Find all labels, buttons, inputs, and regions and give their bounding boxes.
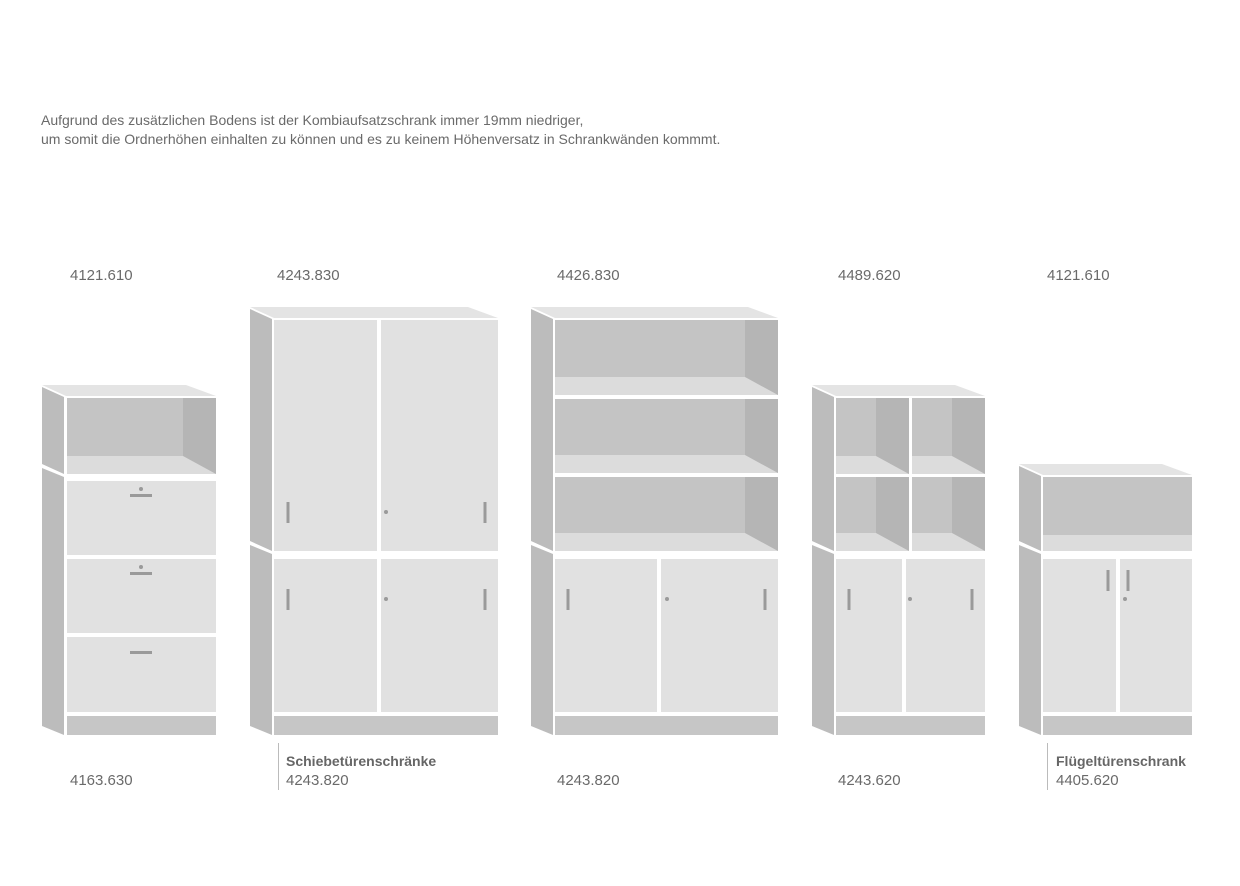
cabinet-side-upper [250,309,272,551]
drawer-handle [130,572,152,575]
cabinet-side-upper [1019,466,1041,551]
hinged-door [1043,559,1116,712]
lock-icon [139,487,143,491]
compartment-back [836,398,876,456]
door-handle [483,502,487,523]
compartment-side [745,399,778,473]
cabinet-3-top-code: 4426.830 [557,267,620,284]
plinth [274,716,498,735]
drawer-handle [130,651,152,654]
compartment-back [67,398,183,456]
cabinet-2-top-code: 4243.830 [277,267,340,284]
lock-icon [908,597,912,601]
sliding-door [661,559,778,712]
plinth [67,716,216,735]
plinth [1043,716,1192,735]
cabinet-1-bottom-code: 4163.630 [70,772,133,789]
lock-icon [665,597,669,601]
door-handle [286,502,290,523]
compartment-side [876,477,909,551]
compartment-side [952,477,985,551]
sliding-door [381,320,498,551]
sliding-door [906,559,985,712]
cabinet-4-bottom-code: 4243.620 [838,772,901,789]
sliding-door [274,559,377,712]
cabinet-5-top-code: 4121.610 [1047,267,1110,284]
drawer-handle [130,494,152,497]
compartment-back [555,320,745,377]
divider [1047,743,1048,790]
sliding-door [555,559,657,712]
cabinet-side-upper [812,387,834,551]
drawer [67,481,216,555]
explanation-note: Aufgrund des zusätzlichen Bodens ist der… [41,111,720,149]
door-handle [763,589,767,610]
note-line-1: Aufgrund des zusätzlichen Bodens ist der… [41,112,584,128]
cabinet-top [42,385,216,396]
compartment-back [912,477,952,533]
divider [278,743,279,790]
group-title-hinged-doors: Flügeltürenschrank [1056,753,1186,769]
cabinet-1-top-code: 4121.610 [70,267,133,284]
lock-icon [384,597,388,601]
door-handle [1126,570,1130,591]
cabinet-side-upper [42,387,64,474]
cabinet-4-top-code: 4489.620 [838,267,901,284]
cabinet-top [812,385,985,396]
cabinet-top [531,307,778,318]
compartment-back [1043,477,1192,535]
door-handle [286,589,290,610]
drawer [67,559,216,633]
cabinet-side-lower [42,468,64,735]
cabinet-side-lower [812,545,834,735]
cabinet-side-lower [531,545,553,735]
hinged-door [1120,559,1192,712]
door-handle [483,589,487,610]
lock-icon [1123,597,1127,601]
compartment-side [745,320,778,395]
compartment-side [876,398,909,474]
cabinet-3-bottom-code: 4243.820 [557,772,620,789]
cabinet-side-lower [250,545,272,735]
lock-icon [384,510,388,514]
door-handle [847,589,851,610]
compartment-side [952,398,985,474]
cabinet-top [1019,464,1192,475]
cabinet-5-bottom-code: 4405.620 [1056,772,1119,789]
plinth [555,716,778,735]
lock-icon [139,565,143,569]
drawer [67,637,216,712]
compartment-side [745,477,778,551]
sliding-door [836,559,902,712]
door-handle [970,589,974,610]
sliding-door [381,559,498,712]
sliding-door [274,320,377,551]
note-line-2: um somit die Ordnerhöhen einhalten zu kö… [41,131,721,147]
cabinet-side-upper [531,309,553,551]
plinth [836,716,985,735]
cabinet-side-lower [1019,545,1041,735]
cabinet-top [250,307,498,318]
compartment-back [912,398,952,456]
cabinet-2-bottom-code: 4243.820 [286,772,349,789]
group-title-sliding-doors: Schiebetürenschränke [286,753,437,769]
compartment-back [555,477,745,533]
door-handle [566,589,570,610]
door-handle [1106,570,1110,591]
compartment-back [555,399,745,455]
compartment-side [183,398,216,474]
compartment-back [836,477,876,533]
